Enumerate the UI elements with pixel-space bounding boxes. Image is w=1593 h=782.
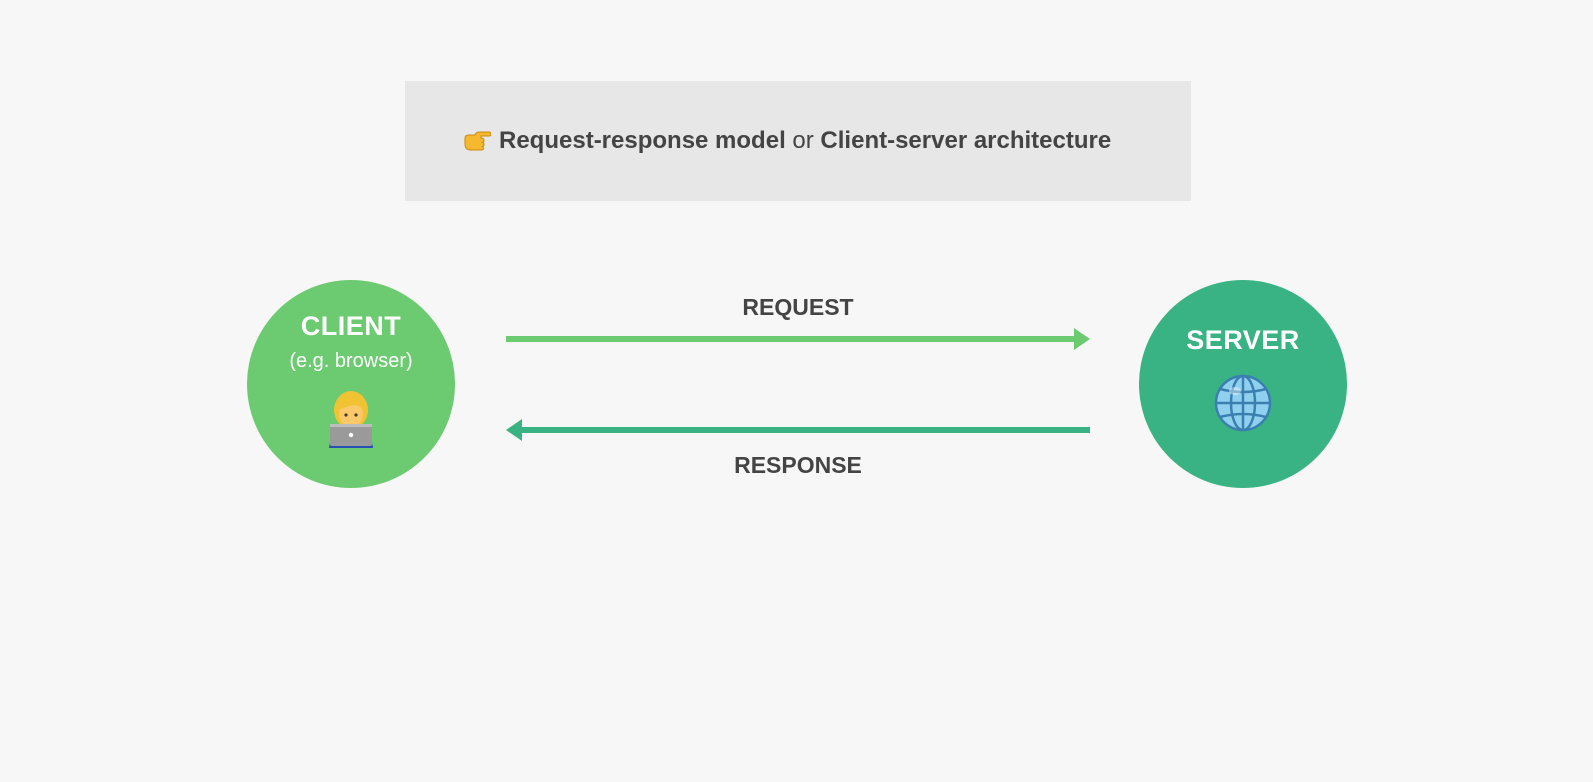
server-node: SERVER xyxy=(1139,280,1347,488)
server-title: SERVER xyxy=(1186,325,1300,355)
client-node: CLIENT (e.g. browser) xyxy=(247,280,455,488)
banner-part-1: Request-response model xyxy=(499,127,786,154)
pointing-hand-icon xyxy=(464,131,491,151)
banner-connector: or xyxy=(792,127,814,154)
client-subtitle: (e.g. browser) xyxy=(289,350,413,372)
response-arrow xyxy=(506,419,1090,441)
globe-icon xyxy=(1214,374,1272,432)
banner-title: Request-response model or Client-server … xyxy=(463,127,1111,155)
response-label: RESPONSE xyxy=(734,452,862,478)
person-laptop-icon xyxy=(329,391,373,448)
banner-part-2: Client-server architecture xyxy=(820,127,1112,154)
request-arrow xyxy=(506,328,1090,350)
request-label: REQUEST xyxy=(742,294,854,320)
title-banner: Request-response model or Client-server … xyxy=(405,81,1191,201)
client-title: CLIENT xyxy=(300,311,402,341)
